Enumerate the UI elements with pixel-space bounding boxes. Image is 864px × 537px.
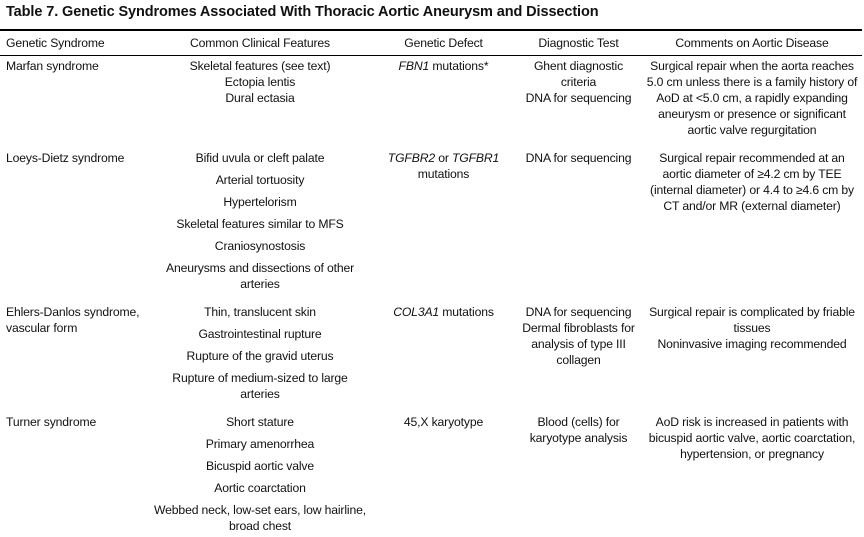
features-cell: Thin, translucent skin Gastrointestinal … xyxy=(148,304,372,414)
defect-connector: or xyxy=(434,151,452,165)
syndrome-cell: Ehlers-Danlos syndrome, vascular form xyxy=(6,305,140,335)
top-rule xyxy=(0,29,862,31)
features-cell: Short stature Primary amenorrhea Bicuspi… xyxy=(148,414,372,534)
test-cell: Ghent diagnostic criteria DNA for sequen… xyxy=(515,58,642,150)
column-header: Diagnostic Test xyxy=(538,36,619,50)
defect-suffix: mutations xyxy=(417,167,470,181)
feature-item: Skeletal features (see text) xyxy=(189,59,331,73)
feature-item: Bicuspid aortic valve xyxy=(206,459,314,473)
gene-name: COL3A1 xyxy=(393,305,440,319)
test-item: DNA for sequencing xyxy=(525,91,632,105)
feature-item: Bifid uvula or cleft palate xyxy=(195,151,325,165)
column-header: Common Clinical Features xyxy=(190,36,330,50)
header-rule xyxy=(0,55,862,56)
test-cell: DNA for sequencing xyxy=(515,150,642,304)
table-row: Turner syndrome Short stature Primary am… xyxy=(0,414,862,534)
table-title: Table 7. Genetic Syndromes Associated Wi… xyxy=(6,4,599,20)
defect-cell: FBN1 mutations* xyxy=(372,58,515,150)
test-cell: Blood (cells) for karyotype analysis xyxy=(515,414,642,534)
table-row: Ehlers-Danlos syndrome, vascular form Th… xyxy=(0,304,862,414)
syndrome-cell: Loeys-Dietz syndrome xyxy=(6,151,125,165)
comment-item: Noninvasive imaging recommended xyxy=(657,337,847,351)
gene-name: TGFBR1 xyxy=(452,151,500,165)
comment-item: Surgical repair is complicated by friabl… xyxy=(649,305,855,335)
test-item: Dermal fibroblasts for analysis of type … xyxy=(522,321,635,367)
comments-cell: Surgical repair is complicated by friabl… xyxy=(642,304,862,414)
table-row: Marfan syndrome Skeletal features (see t… xyxy=(0,58,862,150)
gene-name: FBN1 xyxy=(398,59,430,73)
test-item: DNA for sequencing xyxy=(525,305,632,319)
test-item: Ghent diagnostic criteria xyxy=(533,59,624,89)
feature-item: Short stature xyxy=(226,415,294,429)
feature-item: Ectopia lentis xyxy=(224,75,296,89)
defect-cell: COL3A1 mutations xyxy=(372,304,515,414)
test-item: Blood (cells) for karyotype analysis xyxy=(529,415,628,445)
column-header: Genetic Syndrome xyxy=(6,36,105,50)
comments-cell: Surgical repair recommended at an aortic… xyxy=(650,151,854,213)
feature-item: Craniosynostosis xyxy=(214,239,306,253)
gene-name: TGFBR2 xyxy=(387,151,435,165)
syndrome-cell: Turner syndrome xyxy=(6,415,97,429)
comments-cell: Surgical repair when the aorta reaches 5… xyxy=(646,59,858,137)
feature-item: Arterial tortuosity xyxy=(215,173,305,187)
test-item: DNA for sequencing xyxy=(525,151,632,165)
defect-suffix: mutations* xyxy=(429,59,489,73)
feature-item: Aortic coarctation xyxy=(214,481,306,495)
comments-cell: AoD risk is increased in patients with b… xyxy=(648,415,856,461)
feature-item: Dural ectasia xyxy=(225,91,295,105)
feature-item: Hypertelorism xyxy=(223,195,297,209)
defect-cell: 45,X karyotype xyxy=(403,415,484,429)
features-cell: Skeletal features (see text) Ectopia len… xyxy=(148,58,372,150)
syndromes-table: Genetic Syndrome Common Clinical Feature… xyxy=(0,32,862,534)
feature-item: Skeletal features similar to MFS xyxy=(176,217,344,231)
feature-item: Aneurysms and dissections of other arter… xyxy=(166,261,354,291)
features-cell: Bifid uvula or cleft palate Arterial tor… xyxy=(148,150,372,304)
feature-item: Thin, translucent skin xyxy=(204,305,316,319)
table-row: Loeys-Dietz syndrome Bifid uvula or clef… xyxy=(0,150,862,304)
syndrome-cell: Marfan syndrome xyxy=(6,59,99,73)
defect-suffix: mutations xyxy=(439,305,494,319)
test-cell: DNA for sequencing Dermal fibroblasts fo… xyxy=(515,304,642,414)
feature-item: Webbed neck, low-set ears, low hairline,… xyxy=(154,503,366,533)
feature-item: Primary amenorrhea xyxy=(205,437,315,451)
column-header: Genetic Defect xyxy=(404,36,483,50)
feature-item: Rupture of medium-sized to large arterie… xyxy=(172,371,348,401)
header-row: Genetic Syndrome Common Clinical Feature… xyxy=(0,32,862,54)
feature-item: Gastrointestinal rupture xyxy=(198,327,322,341)
feature-item: Rupture of the gravid uterus xyxy=(186,349,334,363)
defect-cell: TGFBR2 or TGFBR1 mutations xyxy=(372,150,515,304)
column-header: Comments on Aortic Disease xyxy=(675,36,829,50)
